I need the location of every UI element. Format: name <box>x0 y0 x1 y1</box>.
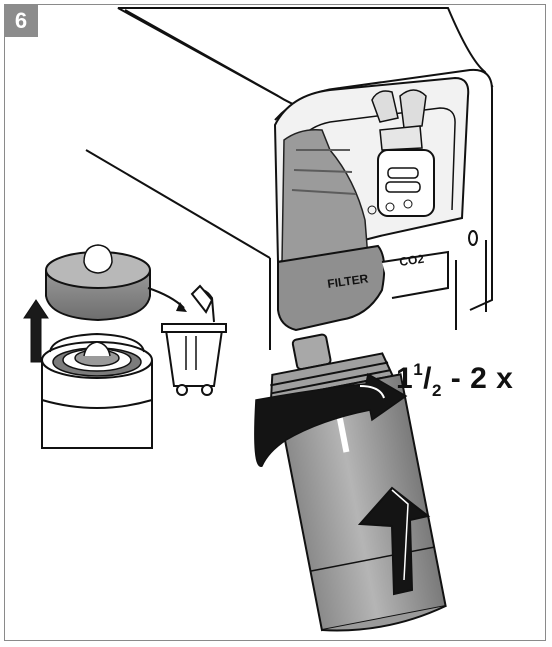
rotation-rest: - 2 x <box>442 362 513 395</box>
trash-bin-icon <box>162 286 226 395</box>
rotation-numerator: 1 <box>413 360 423 379</box>
protective-cap <box>46 245 150 320</box>
rotation-slash: / <box>423 362 432 395</box>
lift-cap-arrow-icon <box>24 300 48 362</box>
rotation-denominator: 2 <box>432 381 442 400</box>
filter-head: FILTER CO2 <box>278 246 448 330</box>
rotation-whole: 1 <box>396 362 413 395</box>
old-filter <box>42 334 152 448</box>
to-waste-arrow-icon <box>148 288 184 308</box>
rotation-count-label: 11/2 - 2 x <box>396 362 513 396</box>
